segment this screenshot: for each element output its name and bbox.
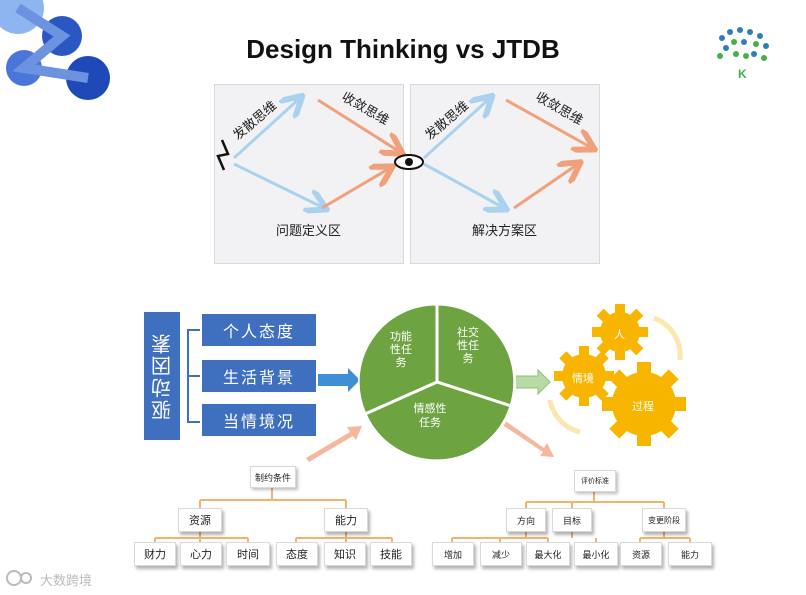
gears-diagram xyxy=(547,304,686,446)
arrow-to-pie xyxy=(318,368,360,392)
leaf-increase: 增加 xyxy=(432,542,474,566)
gear-label-situation: 情境 xyxy=(572,372,594,385)
page-title: Design Thinking vs JTDB xyxy=(246,34,560,64)
jobs-pie-chart xyxy=(358,302,516,462)
problem-zone-label: 问题定义区 xyxy=(276,224,342,239)
criteria-root: 评价标准 xyxy=(574,470,616,492)
leaf-skills: 技能 xyxy=(370,542,412,566)
leaf-minimize: 最小化 xyxy=(574,542,618,566)
leaf-capability-right: 能力 xyxy=(668,542,712,566)
gear-process-icon xyxy=(602,362,686,446)
branch-change-stage: 变更阶段 xyxy=(642,508,686,532)
leaf-resources-right: 资源 xyxy=(620,542,662,566)
pie-label-functional: 功能性任务 xyxy=(390,330,412,369)
leaf-knowledge: 知识 xyxy=(324,542,366,566)
leaf-attitude: 态度 xyxy=(276,542,318,566)
solution-zone-label: 解决方案区 xyxy=(472,224,538,239)
branch-direction: 方向 xyxy=(506,508,546,532)
arrow-from-left-tree xyxy=(306,426,362,462)
arrow-to-right-tree xyxy=(501,420,554,457)
leaf-mental-effort: 心力 xyxy=(180,542,222,566)
eye-icon xyxy=(394,154,424,170)
drivers-bracket xyxy=(187,329,200,423)
pie-segment-social xyxy=(435,302,516,408)
pie-segment-functional xyxy=(358,302,439,416)
leaf-decrease: 减少 xyxy=(480,542,522,566)
leaf-time: 时间 xyxy=(226,542,270,566)
driver-item-personal-attitude: 个人态度 xyxy=(202,314,316,346)
gear-label-process: 过程 xyxy=(632,400,654,413)
watermark-logo-icon xyxy=(6,570,32,586)
svg-text:K: K xyxy=(738,67,747,81)
double-diamond-diagram xyxy=(216,84,604,264)
gear-situation-icon xyxy=(554,346,614,406)
branch-capability: 能力 xyxy=(324,508,368,532)
constraints-root: 制约条件 xyxy=(250,466,296,488)
pie-label-social: 社交性任务 xyxy=(457,326,479,365)
branch-resources: 资源 xyxy=(178,508,222,532)
driver-item-life-background: 生活背景 xyxy=(202,360,316,392)
k-brain-logo-icon: K xyxy=(717,27,769,81)
lightning-icon xyxy=(216,139,230,171)
leaf-maximize: 最大化 xyxy=(526,542,570,566)
driver-item-situation: 当情境况 xyxy=(202,404,316,436)
pie-segment-emotional xyxy=(363,380,513,462)
branch-goal: 目标 xyxy=(552,508,592,532)
watermark-text: 大数跨境 xyxy=(40,573,93,588)
gear-label-person: 人 xyxy=(614,328,625,341)
pie-label-emotional: 情感性任务 xyxy=(413,402,447,429)
leaf-finance: 财力 xyxy=(134,542,176,566)
brand-logo-icon xyxy=(0,0,110,100)
